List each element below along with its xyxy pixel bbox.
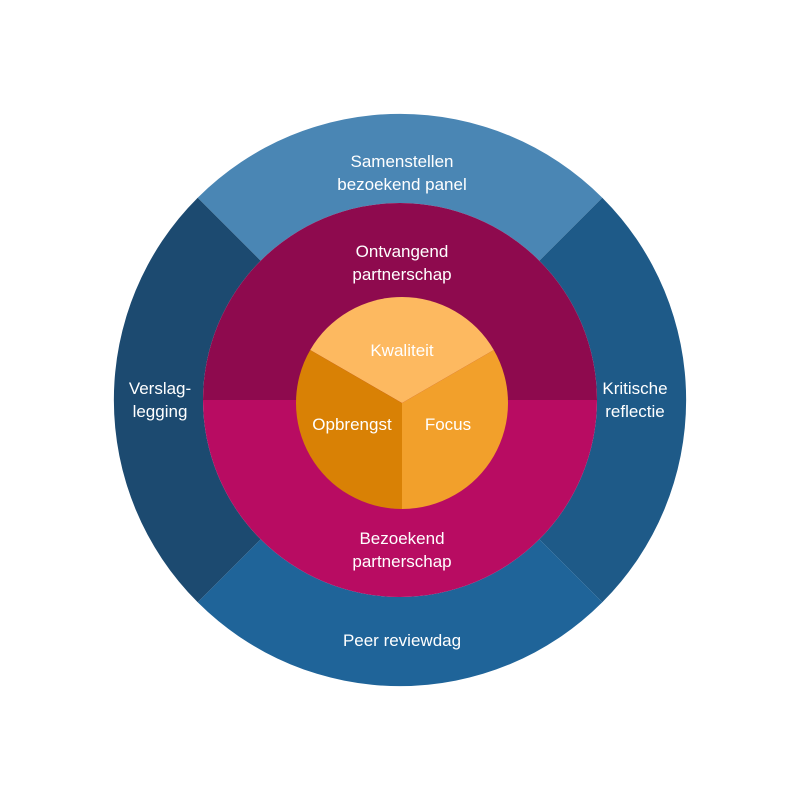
label-verslag-line2: legging — [133, 402, 188, 421]
label-peer-reviewdag: Peer reviewdag — [343, 631, 461, 650]
outer-segment-peer-reviewdag — [197, 539, 603, 687]
label-kritische-line2: reflectie — [605, 402, 665, 421]
label-opbrengst: Opbrengst — [312, 415, 392, 434]
core-sector-opbrengst — [295, 350, 402, 509]
outer-segment-kritische-reflectie — [539, 197, 687, 603]
label-bezoekend-line1: Bezoekend — [359, 529, 444, 548]
label-samenstellen-line2: bezoekend panel — [337, 175, 467, 194]
label-ontvangend-line1: Ontvangend — [356, 242, 449, 261]
label-samenstellen-line1: Samenstellen — [350, 152, 453, 171]
outer-segment-verslaglegging — [113, 197, 261, 603]
core-sector-focus — [402, 350, 509, 509]
label-ontvangend-line2: partnerschap — [352, 265, 451, 284]
label-bezoekend-line2: partnerschap — [352, 552, 451, 571]
outer-segment-samenstellen — [197, 113, 603, 261]
label-kwaliteit: Kwaliteit — [370, 341, 434, 360]
label-focus: Focus — [425, 415, 471, 434]
core-sector-kwaliteit — [310, 296, 494, 403]
label-kritische-line1: Kritische — [602, 379, 667, 398]
label-verslag-line1: Verslag- — [129, 379, 191, 398]
